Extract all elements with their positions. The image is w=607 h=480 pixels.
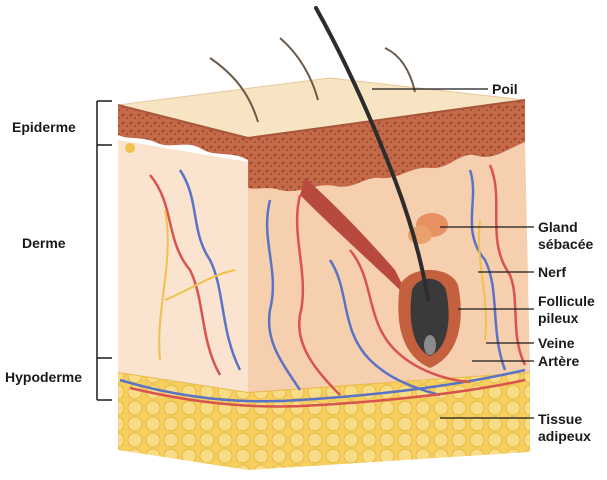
label-tissue-line2: adipeux xyxy=(538,428,591,445)
dermis-left-face xyxy=(118,140,248,392)
label-hypoderme: Hypoderme xyxy=(5,369,82,386)
label-gland-line1: Gland xyxy=(538,219,593,236)
label-poil: Poil xyxy=(492,81,518,98)
label-epiderme: Epiderme xyxy=(12,119,76,136)
label-gland-sebacee: Gland sébacée xyxy=(538,219,593,253)
label-gland-line2: sébacée xyxy=(538,236,593,253)
label-follicule-line1: Follicule xyxy=(538,293,595,310)
label-tissue-line1: Tissue xyxy=(538,411,591,428)
label-derme: Derme xyxy=(22,235,66,252)
label-follicule-line2: pileux xyxy=(538,310,595,327)
label-veine: Veine xyxy=(538,335,575,352)
layer-bracket xyxy=(97,101,112,400)
touch-receptor xyxy=(125,143,135,153)
label-nerf: Nerf xyxy=(538,264,566,281)
label-follicule-pileux: Follicule pileux xyxy=(538,293,595,327)
label-tissue-adipeux: Tissue adipeux xyxy=(538,411,591,445)
hypodermis-fat-layer xyxy=(118,372,530,470)
label-artere: Artère xyxy=(538,353,579,370)
